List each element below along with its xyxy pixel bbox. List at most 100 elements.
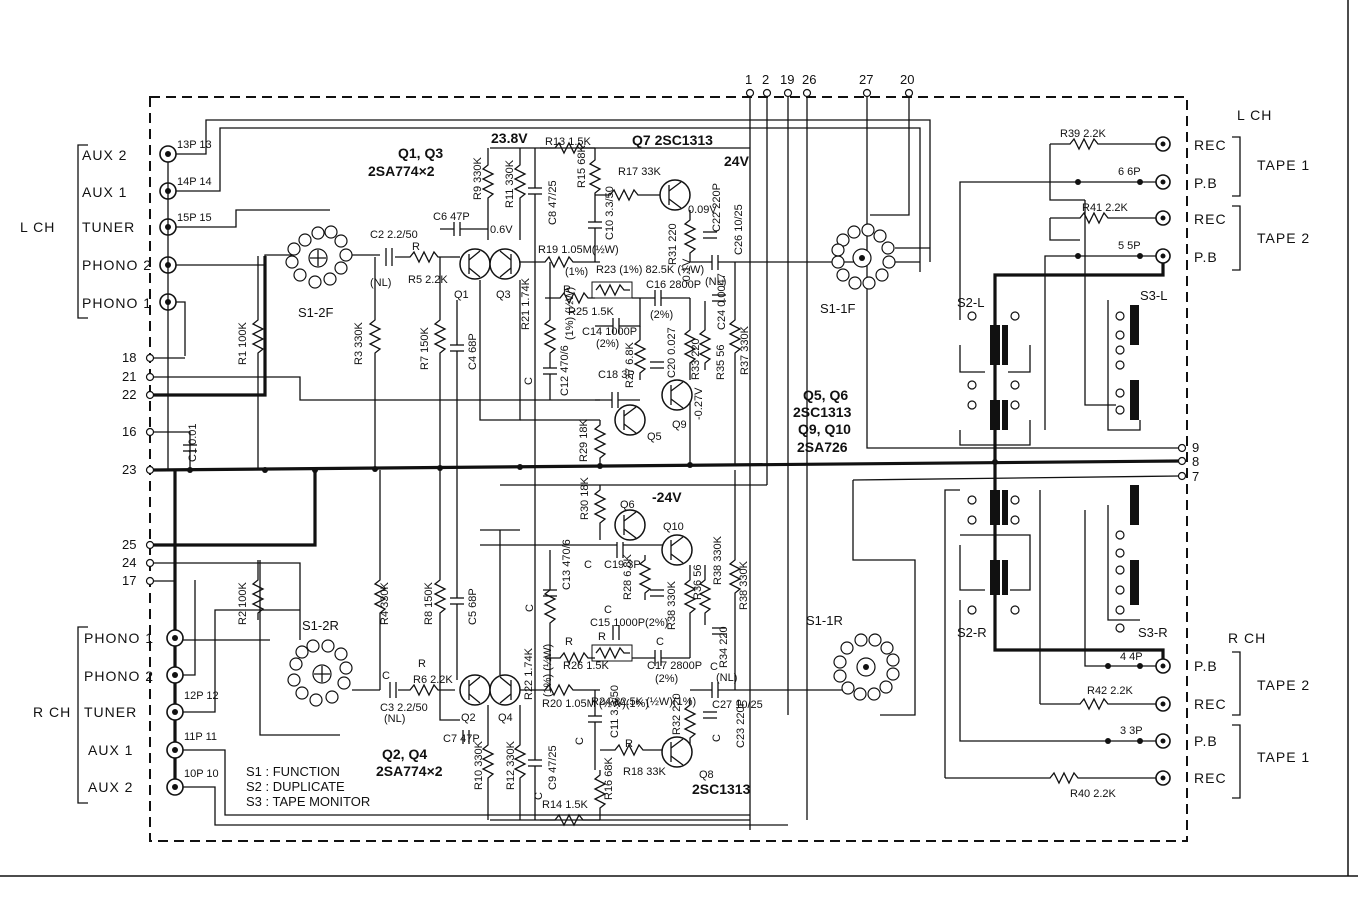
- tape-group-label: TAPE 1: [1257, 749, 1310, 765]
- transistor-q2: Q2: [459, 674, 491, 724]
- pin-label: 3 3P: [1120, 725, 1143, 737]
- component-label: C: [711, 734, 723, 742]
- transistor-label: Q7 2SC1313: [632, 132, 713, 148]
- resistor-r16: R16 68K: [593, 757, 615, 820]
- component-label: R: [625, 738, 633, 750]
- transistor-q8: Q8 2SC1313: [661, 736, 751, 797]
- resistor-r2: R2 100K: [237, 560, 265, 625]
- transistor-label: Q9, Q10: [798, 421, 851, 437]
- capacitor-c5: C5 68P: [450, 470, 479, 680]
- component-label: C14 1000P: [582, 326, 637, 338]
- tape-row-label: REC: [1194, 696, 1227, 712]
- pin-label: 4 4P: [1120, 651, 1143, 663]
- resistor-r22: R22 1.74K (1%) (½W): [523, 550, 557, 700]
- resistor-r41: R41 2.2K: [1050, 202, 1156, 225]
- component-label: R: [598, 631, 606, 643]
- component-label: C: [574, 737, 586, 745]
- resistor-r34: R36 56: [683, 565, 704, 658]
- component-label: R36 56: [692, 565, 704, 600]
- legend-item: S2 : DUPLICATE: [246, 779, 345, 794]
- input-label: AUX 1: [82, 184, 127, 200]
- component-label: R: [563, 284, 571, 296]
- component-label: R7 150K: [419, 327, 431, 370]
- component-label: R35 56: [715, 345, 727, 380]
- voltage-label: 0.6V: [490, 224, 513, 236]
- component-label: C: [710, 661, 718, 673]
- terminal-label: 21: [122, 369, 136, 384]
- terminal-label: 16: [122, 424, 136, 439]
- switch-label: S2-L: [957, 295, 984, 310]
- switch-label: S1-2F: [298, 305, 333, 320]
- left-channel-label: L CH: [20, 219, 55, 235]
- component-label: R21 1.74K: [520, 277, 532, 330]
- component-label: C4 68P: [467, 333, 479, 370]
- right-terminals: 9 8 7: [852, 440, 1199, 484]
- tape-row-label: REC: [1194, 137, 1227, 153]
- resistor-r17: R17 33K: [595, 166, 661, 202]
- component-label: (NL): [384, 713, 405, 725]
- component-label: C17 2800P: [647, 660, 702, 672]
- legend: S1 : FUNCTION S2 : DUPLICATE S3 : TAPE M…: [246, 764, 370, 809]
- resistor-r10: R10 330K: [473, 705, 495, 820]
- input-label: AUX 1: [88, 742, 133, 758]
- component-label: (1%) (½W): [542, 644, 554, 697]
- resistor-r18: R R18 33K: [600, 738, 666, 778]
- switch-label: S1-1R: [806, 613, 843, 628]
- rotary-switch-s1-2r: S1-2R: [287, 618, 353, 707]
- tape-lch-section: L CH TAPE 1 TAPE 2 REC P.B REC P.B R39 2…: [957, 107, 1309, 662]
- component-label: C1 0.01: [187, 423, 199, 462]
- component-label: R20 1.05M (½W)(1%): [542, 698, 649, 710]
- component-label: R30 18K: [579, 477, 591, 520]
- component-label: (1%): [565, 266, 588, 278]
- transistor-q6: Q6: [614, 499, 646, 541]
- transistor-label: Q3: [496, 289, 511, 301]
- capacitor-c13: C C13 470/6: [524, 539, 573, 612]
- component-label: R24 82.5K (½W)(1%): [591, 696, 696, 708]
- resistor-r13: R13 1.5K: [540, 136, 595, 155]
- legend-item: S3 : TAPE MONITOR: [246, 794, 370, 809]
- tape-row-label: REC: [1194, 211, 1227, 227]
- resistor-r38: R38 330K: [728, 470, 750, 690]
- component-label: C11 3.3/50: [609, 685, 621, 738]
- component-label: C: [604, 604, 612, 616]
- terminal-label: 17: [122, 573, 136, 588]
- capacitor-c3: C C3 2.2/50 (NL): [380, 670, 428, 725]
- component-label: R11 330K: [504, 159, 516, 208]
- resistor-r31: R31 220: [667, 210, 697, 265]
- input-label: PHONO 1: [82, 295, 152, 311]
- component-label: R14 1.5K: [542, 799, 589, 811]
- input-label: TUNER: [84, 704, 137, 720]
- switch-label: S3-R: [1138, 625, 1168, 640]
- resistor-r35: R35 56: [698, 301, 727, 380]
- resistor-r20: R20 1.05M (½W)(1%): [520, 683, 649, 710]
- legend-item: S1 : FUNCTION: [246, 764, 340, 779]
- component-label: (2%): [655, 673, 678, 685]
- component-label: R15 68K: [576, 145, 588, 188]
- capacitor-c10: C10 3.3/50: [588, 186, 616, 262]
- component-label: R28 6.8K: [622, 553, 634, 600]
- component-label: C9 47/25: [547, 745, 559, 790]
- capacitor-c17: C C17 2800P (2%): [632, 636, 702, 685]
- capacitor-c8: C8 47/25: [528, 148, 559, 470]
- top-terminals: 1 2 19 26 27 20: [745, 72, 1180, 830]
- component-label: R1 100K: [237, 322, 249, 365]
- voltage-label: -0.27V: [693, 387, 705, 420]
- right-channel-label: R CH: [33, 704, 71, 720]
- resistor-r4: R4 330K: [373, 470, 391, 690]
- component-label: R4 330K: [379, 582, 391, 625]
- left-channel-inputs: L CH AUX 2 AUX 1 TUNER PHONO 2 PHONO 1 1…: [20, 119, 931, 470]
- component-label: R: [418, 658, 426, 670]
- terminal-label: 22: [122, 387, 136, 402]
- resistor-r25: R R25 1.5K: [545, 284, 615, 318]
- component-label: R5 2.2K: [408, 274, 448, 286]
- capacitor-c19: C C19 3P: [480, 542, 665, 571]
- input-label: AUX 2: [82, 147, 127, 163]
- component-label: C24 0.0047: [716, 273, 728, 330]
- component-label: C19 3P: [604, 559, 641, 571]
- transistor-q7: Q7 2SC1313: [632, 132, 713, 211]
- pin-label: 5 5P: [1118, 240, 1141, 252]
- component-label: R12 330K: [505, 740, 517, 790]
- component-label: C15 1000P(2%): [590, 617, 668, 629]
- tape-rch-section: R CH TAPE 2 TAPE 1 P.B REC P.B REC 4 4P …: [944, 485, 1310, 800]
- voltage-label: -0.1V: [681, 258, 693, 285]
